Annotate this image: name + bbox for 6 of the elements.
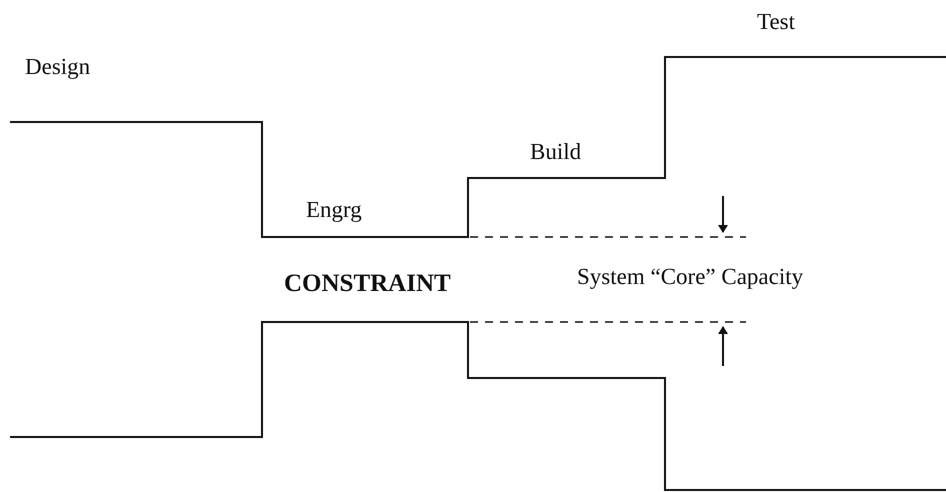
section-label: System “Core” Capacity xyxy=(577,263,804,291)
section-label: Build xyxy=(530,138,582,166)
section-label: Test xyxy=(757,8,795,36)
section-label: Engrg xyxy=(306,196,362,224)
constraint-label: CONSTRAINT xyxy=(284,270,451,298)
section-label: Design xyxy=(25,53,90,81)
